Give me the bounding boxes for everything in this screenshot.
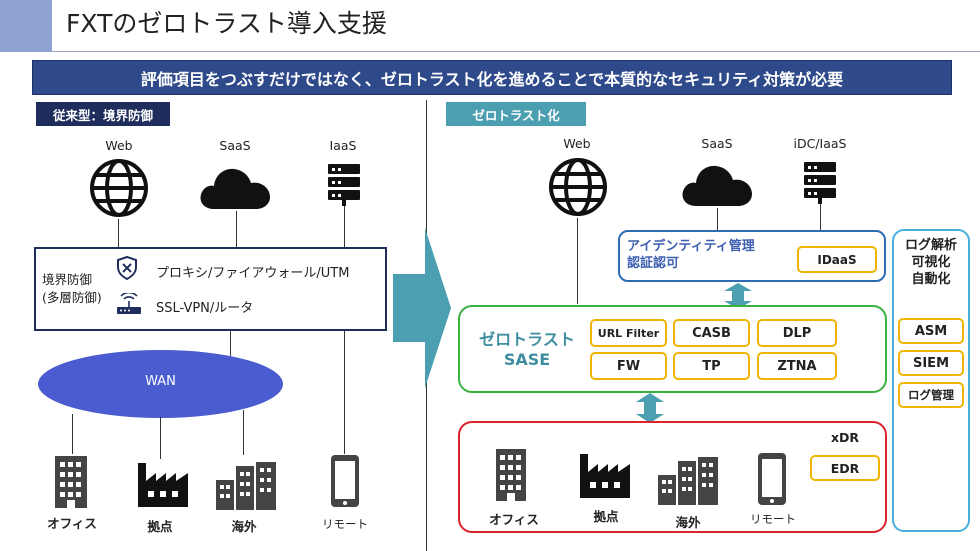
zerotrust-section-tag: ゼロトラスト化 <box>446 102 586 126</box>
legacy-site-office-label: オフィス <box>47 516 97 531</box>
idaas-chip: IDaaS <box>797 246 877 273</box>
legacy-smartphone-icon <box>329 453 361 509</box>
zt-smartphone-icon <box>756 451 788 507</box>
legacy-factory-icon <box>136 459 190 509</box>
router-icon <box>116 293 142 315</box>
title-accent-bar <box>0 0 52 52</box>
perimeter-label: 境界防御 (多層防御) <box>42 272 102 305</box>
zt-saas-label: SaaS <box>701 136 733 151</box>
zt-server-icon <box>802 160 838 204</box>
title-underline <box>52 51 980 52</box>
legacy-site-overseas-label: 海外 <box>231 519 257 534</box>
zt-office-building-icon <box>494 447 528 503</box>
perimeter-wan-link <box>230 331 231 356</box>
summary-banner: 評価項目をつぶすだけではなく、ゼロトラスト化を進めることで本質的なセキュリティ対… <box>32 60 952 95</box>
fw-chip: FW <box>590 352 667 380</box>
proxy-firewall-label: プロキシ/ファイアウォール/UTM <box>156 266 350 281</box>
zt-factory-icon <box>578 450 632 500</box>
zt-saas-link <box>717 208 718 230</box>
zt-iaas-link <box>820 204 821 230</box>
zt-site-office-label: オフィス <box>489 512 539 527</box>
log-management-chip: ログ管理 <box>898 382 964 408</box>
legacy-iaas-link <box>344 206 345 247</box>
zt-web-link <box>577 218 578 304</box>
legacy-globe-icon <box>88 157 150 219</box>
zt-site-remote-label: リモート <box>750 512 796 526</box>
legacy-branch-link <box>160 417 161 459</box>
sase-label: ゼロトラスト SASE <box>479 330 575 369</box>
legacy-office-link <box>72 414 73 454</box>
identity-management-label: アイデンティティ管理 認証認可 <box>627 239 755 271</box>
legacy-city-icon <box>214 460 278 512</box>
shield-icon <box>116 256 138 280</box>
log-analytics-box <box>892 229 970 532</box>
identity-sase-arrow-icon <box>724 283 752 309</box>
casb-chip: CASB <box>673 319 750 347</box>
zt-site-branch-label: 拠点 <box>593 509 619 524</box>
ztna-chip: ZTNA <box>757 352 837 380</box>
legacy-saas-label: SaaS <box>219 138 251 153</box>
zt-cloud-icon <box>680 160 756 208</box>
sase-xdr-arrow-icon <box>636 393 664 423</box>
url-filter-chip: URL Filter <box>590 319 667 347</box>
xdr-label: xDR <box>830 430 860 445</box>
legacy-overseas-link <box>243 410 244 455</box>
siem-chip: SIEM <box>898 350 964 376</box>
legacy-cloud-icon <box>198 163 274 211</box>
transition-arrow-icon <box>393 228 451 388</box>
legacy-saas-link <box>236 211 237 247</box>
asm-chip: ASM <box>898 318 964 344</box>
legacy-web-link <box>118 219 119 247</box>
wan-label: WAN <box>145 374 176 389</box>
perimeter-defense-box <box>34 247 387 331</box>
dlp-chip: DLP <box>757 319 837 347</box>
zt-site-overseas-label: 海外 <box>675 515 701 530</box>
zt-city-icon <box>656 455 720 507</box>
log-analytics-label: ログ解析 可視化 自動化 <box>904 238 957 287</box>
vpn-router-label: SSL-VPN/ルータ <box>156 301 254 316</box>
page-title: FXTのゼロトラスト導入支援 <box>66 9 387 38</box>
tp-chip: TP <box>673 352 750 380</box>
zt-idc-iaas-label: iDC/IaaS <box>793 136 847 151</box>
legacy-web-label: Web <box>105 138 133 153</box>
legacy-office-building-icon <box>53 454 89 510</box>
zt-web-label: Web <box>563 136 591 151</box>
legacy-section-tag: 従来型：境界防御 <box>36 102 170 126</box>
legacy-remote-link <box>344 331 345 454</box>
zt-globe-icon <box>547 156 609 218</box>
wan-ellipse <box>38 350 283 418</box>
legacy-iaas-label: IaaS <box>329 138 357 153</box>
legacy-site-remote-label: リモート <box>322 517 368 531</box>
legacy-site-branch-label: 拠点 <box>147 519 173 534</box>
legacy-server-icon <box>326 162 362 206</box>
edr-chip: EDR <box>810 455 880 481</box>
